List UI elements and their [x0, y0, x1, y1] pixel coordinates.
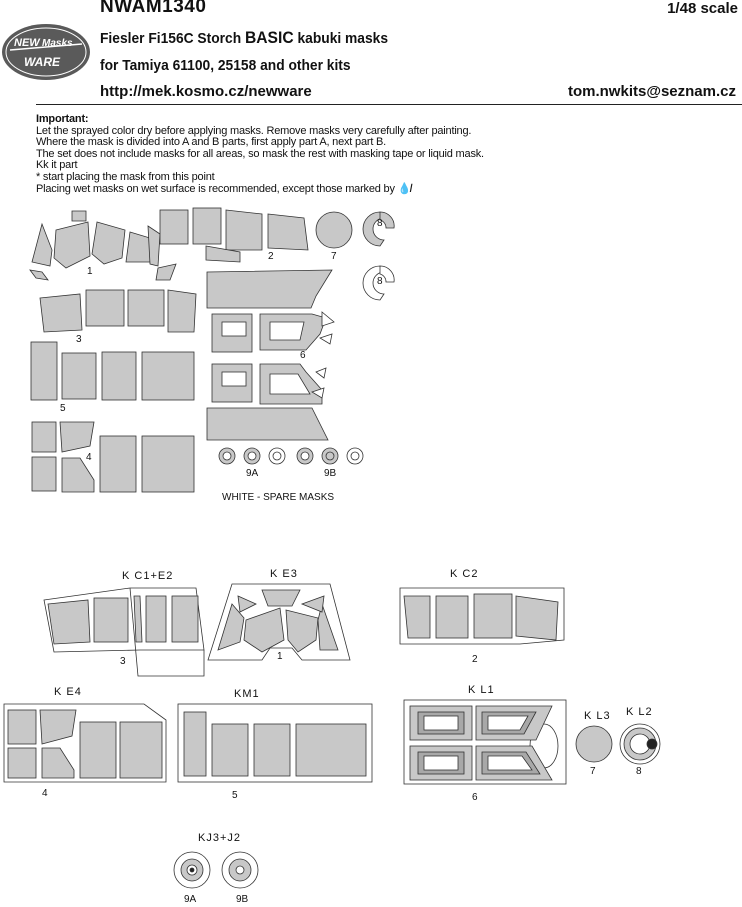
- mask-1-tri-l: [29, 269, 49, 281]
- header-divider: [36, 104, 742, 105]
- kc2-num: 2: [472, 654, 478, 665]
- kl2-code: K L2: [626, 706, 653, 718]
- kj3j2-num-b: 9B: [236, 894, 249, 905]
- sheet-label-9b: 9B: [324, 468, 337, 479]
- sheet-label-8b: 8: [377, 276, 383, 287]
- ke4-code: K E4: [54, 686, 82, 698]
- title-suffix: kabuki masks: [297, 30, 389, 47]
- kl2-num: 8: [636, 766, 642, 777]
- instruction-line: Placing wet masks on wet surface is reco…: [36, 182, 596, 196]
- sheet-label-5: 5: [60, 403, 66, 414]
- kl1-code: K L1: [468, 684, 495, 696]
- newware-logo: NEW Masks WARE: [2, 24, 90, 80]
- mask-1-right: [125, 231, 153, 263]
- mask-1-top: [71, 210, 87, 222]
- diagram-kl2: [619, 723, 661, 765]
- kj3j2-num-a: 9A: [184, 894, 197, 905]
- kl1-num: 6: [472, 792, 478, 803]
- no-water-icon: 💧̸: [397, 182, 412, 195]
- kl3-code: K L3: [584, 710, 611, 722]
- km1-num: 5: [232, 790, 238, 801]
- ke3-code: K E3: [270, 568, 298, 580]
- diagram-ke4: [3, 703, 167, 783]
- diagram-km1: [177, 703, 373, 783]
- wet-note-text: Placing wet masks on wet surface is reco…: [36, 182, 395, 195]
- mask-1-side-l: [31, 222, 53, 267]
- sheet-label-9a: 9A: [246, 468, 259, 479]
- diagram-kl1: [403, 699, 567, 785]
- kc1e2-num: 3: [120, 656, 126, 667]
- diagram-ke3: [207, 583, 351, 661]
- mask-1-tri-r: [155, 263, 177, 281]
- kl3-num: 7: [590, 766, 596, 777]
- mask-8-shapes: [362, 211, 395, 301]
- mask-1-mid: [91, 221, 126, 265]
- email-link[interactable]: tom.nwkits@seznam.cz: [567, 83, 736, 100]
- product-subtitle: for Tamiya 61100, 25158 and other kits: [100, 57, 351, 74]
- scale-label: 1/48 scale: [667, 0, 738, 17]
- sheet-label-3: 3: [76, 334, 82, 345]
- title-basic: BASIC: [244, 28, 294, 47]
- kc1e2-code: K C1+E2: [122, 570, 174, 582]
- ke4-num: 4: [42, 788, 48, 799]
- kc2-code: K C2: [450, 568, 479, 580]
- mask-9-circles: [218, 447, 364, 465]
- logo-new-text: NEW: [14, 37, 41, 49]
- diagram-kc2: [399, 587, 565, 645]
- mask-1-side-r: [147, 225, 161, 267]
- mask-sheet: [29, 207, 353, 493]
- instruction-line: Let the sprayed color dry before applyin…: [36, 124, 472, 137]
- instruction-line: * start placing the mask from this point: [36, 170, 215, 183]
- km1-code: KM1: [234, 688, 260, 700]
- instructions-block: Important: Let the sprayed color dry bef…: [36, 113, 596, 196]
- logo-ware-text: WARE: [24, 55, 61, 69]
- title-prefix: Fiesler Fi156C Storch: [100, 30, 242, 47]
- logo-masks-text: Masks: [42, 38, 73, 49]
- instruction-line: Where the mask is divided into A and B p…: [36, 136, 387, 149]
- sheet-label-6: 6: [300, 350, 306, 361]
- ke3-num: 1: [277, 651, 283, 662]
- diagram-kc1e2: [43, 587, 205, 677]
- product-code: NWAM1340: [100, 0, 207, 17]
- sheet-label-2: 2: [268, 251, 274, 262]
- sheet-label-8a: 8: [377, 218, 383, 229]
- product-title: Fiesler Fi156C Storch BASIC kabuki masks: [100, 28, 388, 48]
- spare-masks-note: WHITE - SPARE MASKS: [222, 492, 335, 503]
- instruction-line: Kk it part: [36, 159, 78, 172]
- diagram-kl3: [575, 725, 613, 763]
- instruction-line: The set does not include masks for all a…: [36, 147, 484, 160]
- mask-1-left: [53, 221, 91, 269]
- sheet-label-7: 7: [331, 251, 337, 262]
- instructions-heading: Important:: [36, 113, 89, 125]
- website-link[interactable]: http://mek.kosmo.cz/newware: [100, 83, 312, 100]
- kj3j2-code: KJ3+J2: [198, 832, 241, 844]
- sheet-label-1: 1: [87, 266, 93, 277]
- sheet-label-4: 4: [86, 452, 92, 463]
- diagram-kj3j2: [173, 851, 259, 889]
